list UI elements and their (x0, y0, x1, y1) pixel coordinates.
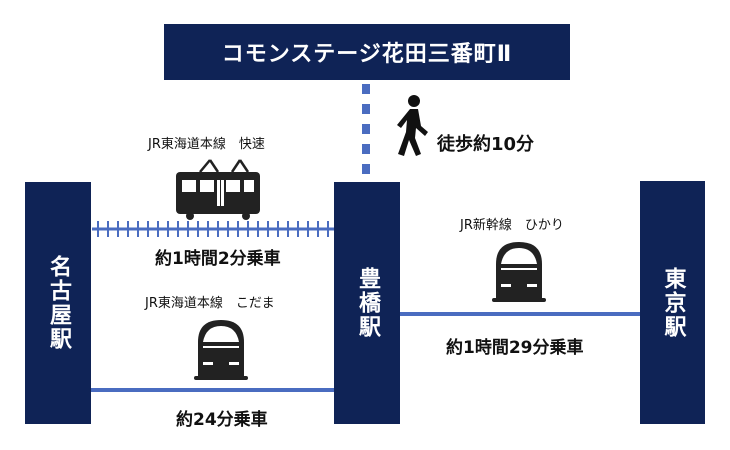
station-toyohashi: 豊橋駅 (334, 182, 400, 424)
route-kodama-line-name: JR東海道本線 こだま (145, 296, 275, 311)
station-nagoya: 名古屋駅 (25, 182, 91, 424)
route-kodama-time: 約24分乗車 (176, 410, 268, 430)
destination-title: コモンステージ花田三番町Ⅱ (164, 24, 570, 80)
route-hikari-time: 約1時間29分乗車 (446, 338, 584, 358)
walking-path-line (362, 84, 370, 182)
walking-person-icon (397, 95, 428, 156)
route-hikari-line-name: JR新幹線 ひかり (460, 218, 564, 233)
shinkansen-icon (492, 242, 546, 302)
station-tokyo: 東京駅 (640, 181, 705, 424)
route-rapid-time: 約1時間2分乗車 (155, 249, 281, 269)
route-kodama-line (91, 388, 334, 392)
walk-time-label: 徒歩約10分 (437, 134, 535, 155)
route-rapid-line-name: JR東海道本線 快速 (148, 137, 265, 152)
shinkansen-icon (194, 320, 248, 380)
rapid-track-line (92, 221, 334, 237)
route-hikari-line (400, 312, 640, 316)
local-train-icon (176, 159, 260, 220)
